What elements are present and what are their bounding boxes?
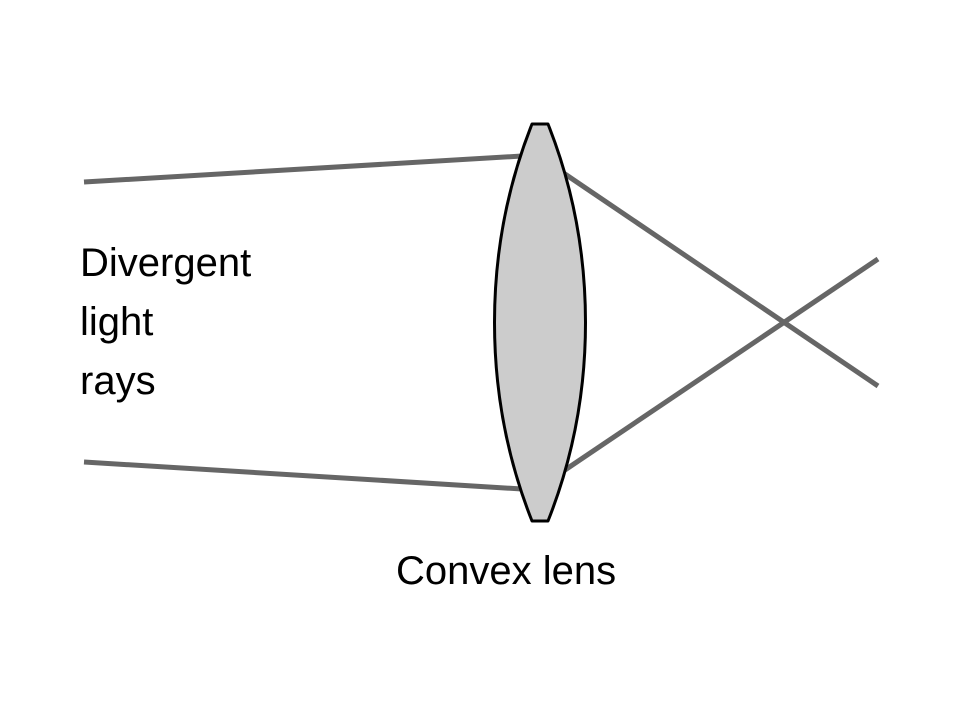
divergent-rays-label-line-2: light xyxy=(80,300,154,344)
divergent-rays-label-line-1: Divergent xyxy=(80,241,252,285)
incoming-ray-bottom xyxy=(83,459,523,492)
divergent-rays-label-line-3: rays xyxy=(80,359,156,403)
refracted-ray-bottom xyxy=(560,256,880,475)
divergent-rays-label: Divergent light rays xyxy=(80,234,251,411)
convex-lens xyxy=(493,122,587,523)
incoming-ray-top xyxy=(83,153,523,185)
convex-lens-label: Convex lens xyxy=(396,549,617,593)
refracted-ray-top xyxy=(560,169,880,389)
